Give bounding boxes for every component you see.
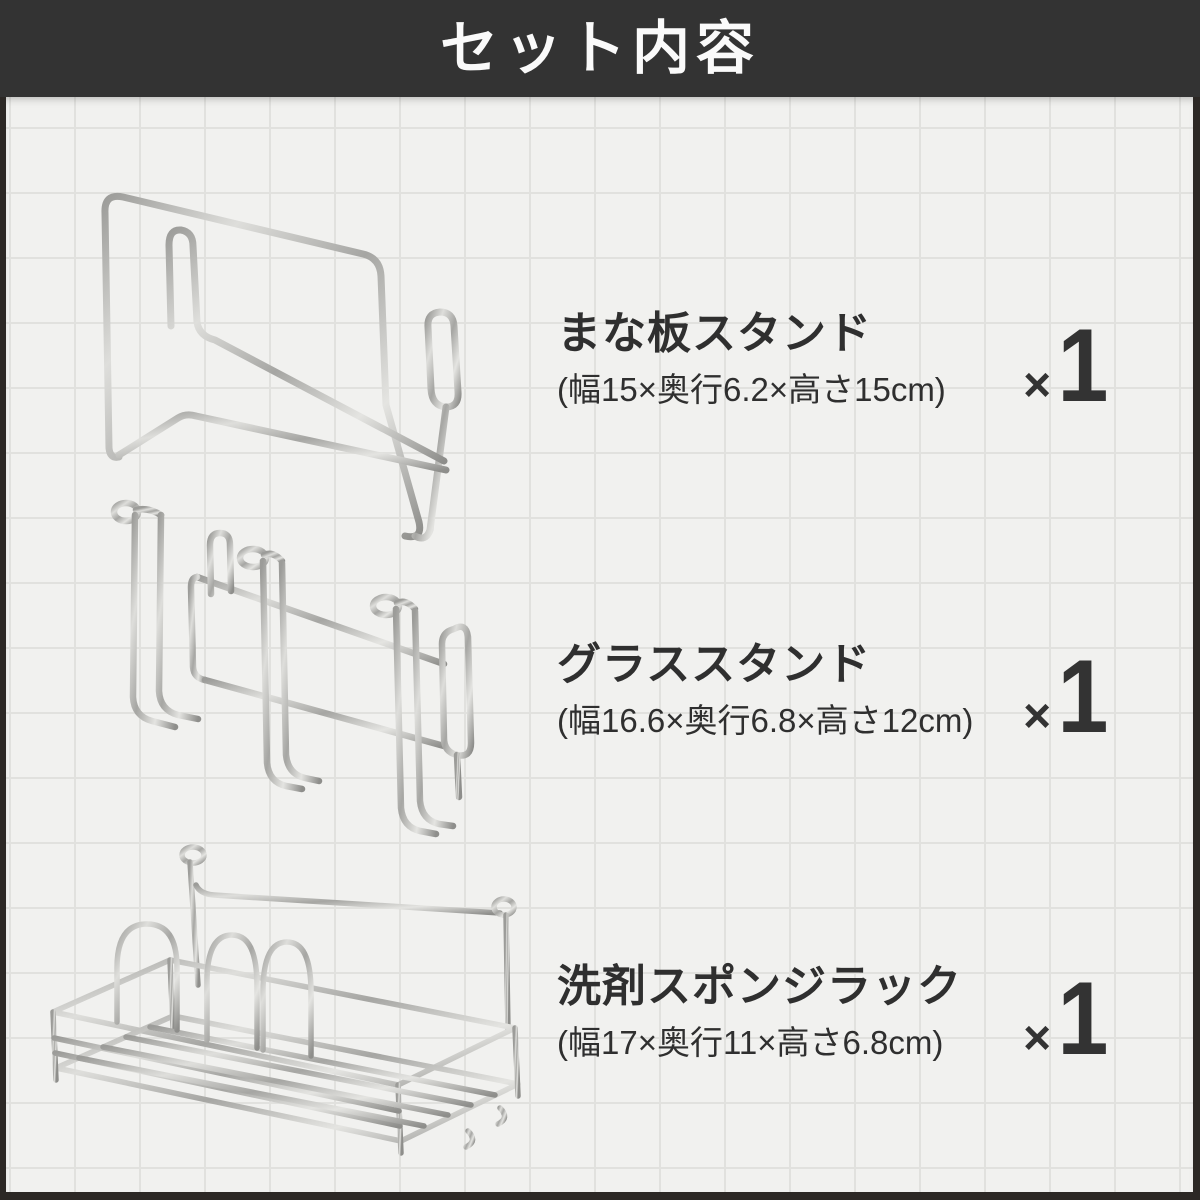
set-item-row: グラススタンド (幅16.6×奥行6.8×高さ12cm) × 1 (557, 640, 1160, 750)
set-item-row: まな板スタンド (幅15×奥行6.2×高さ15cm) × 1 (557, 309, 1160, 419)
tile-background (6, 97, 1193, 1192)
item-name: グラススタンド (557, 640, 872, 689)
quantity-value: 1 (1057, 639, 1109, 755)
item-dimensions: (幅16.6×奥行6.8×高さ12cm) (557, 702, 974, 739)
page-title: セット内容 (439, 15, 760, 81)
item-name: 洗剤スポンジラック (557, 962, 962, 1011)
quantity-value: 1 (1057, 961, 1109, 1077)
quantity-mark: × (1023, 1012, 1052, 1065)
item-quantity: × 1 (1023, 967, 1112, 1071)
cutting-board-stand-image (101, 192, 462, 542)
sponge-rack-image (50, 844, 521, 1156)
item-dimensions: (幅17×奥行11×高さ6.8cm) (557, 1024, 944, 1061)
glass-stand-image (110, 499, 475, 838)
item-name: まな板スタンド (557, 309, 872, 358)
item-quantity: × 1 (1023, 645, 1112, 749)
header-banner: セット内容 (0, 0, 1200, 97)
item-dimensions: (幅15×奥行6.2×高さ15cm) (557, 371, 946, 408)
quantity-value: 1 (1057, 308, 1109, 424)
quantity-mark: × (1023, 359, 1052, 412)
quantity-mark: × (1023, 690, 1052, 743)
item-quantity: × 1 (1023, 314, 1112, 418)
set-item-row: 洗剤スポンジラック (幅17×奥行11×高さ6.8cm) × 1 (557, 962, 1160, 1072)
